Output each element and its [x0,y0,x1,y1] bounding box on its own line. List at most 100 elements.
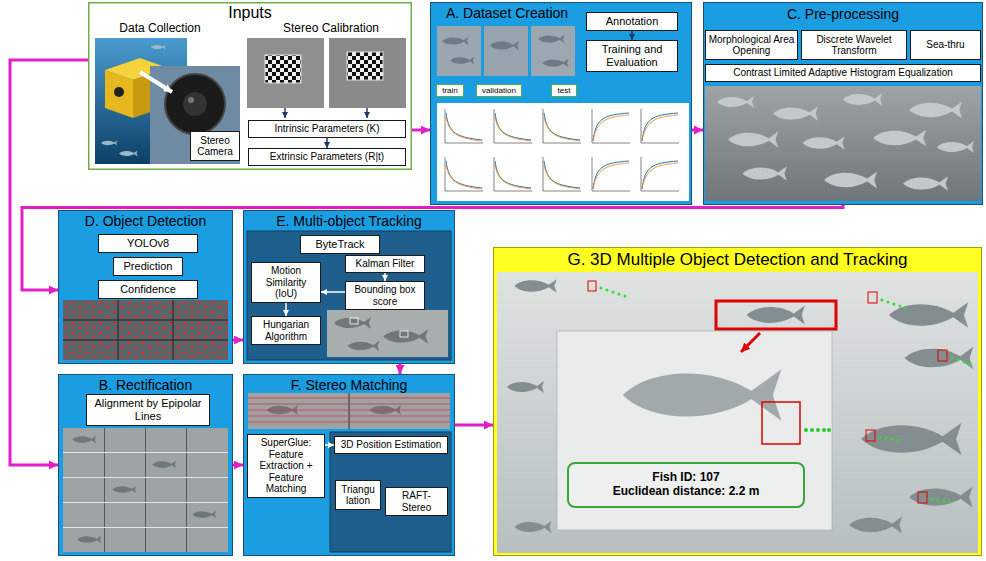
box-label: Motion Similarity (IoU) [254,265,318,300]
calibration-image [247,38,406,108]
calibration-image [265,55,301,83]
title-holder: G. 3D Multiple Object Detection and Trac… [493,250,982,270]
pointer-arrow [140,72,172,92]
training-curves [539,155,583,195]
dataset-thumbnail [484,26,528,76]
tracking-result-image [497,272,978,553]
title-holder: C. Pre-processing [703,6,983,22]
box-label: RAFT-Stereo [388,490,445,513]
detection-image-grid [63,300,228,360]
zoom-trail [810,428,814,432]
track-trail [887,301,890,304]
rectified-image-grid [192,511,216,519]
stereo-pair-image [248,393,450,429]
process-box: Hungarian Algorithm [251,316,321,345]
box-label: Euclidean distance: 2.2 m [613,485,760,499]
track-marker [588,281,596,291]
training-curves [637,107,681,147]
rectified-image-grid [105,428,187,552]
dataset-thumbnail [542,59,568,68]
track-trail [881,299,884,302]
box-label: 3D Position Estimation [341,439,442,451]
training-curves [588,155,632,195]
calibration-image [329,38,406,108]
stereo-pair-image [248,393,450,429]
title-holder: Stereo Calibration [252,22,410,36]
panel-title: F. Stereo Matching [243,377,455,393]
box-label: Morphological Area Opening [708,34,795,57]
rectified-image-grid [72,436,96,444]
box-label: Confidence [120,283,176,296]
track-trail [943,500,946,503]
track-trail [969,363,972,366]
info-box: Fish ID: 107Euclidean distance: 2.2 m [567,462,805,508]
process-box: YOLOv8 [98,234,198,253]
track-trail [963,361,966,364]
detection-image-grid [63,300,228,360]
position-panel-ground [330,432,451,552]
process-box: Training and Evaluation [586,40,678,72]
training-curves [637,155,681,195]
box-label: Training and Evaluation [589,43,675,68]
track-trail [624,295,627,298]
box-label: Sea-thru [926,39,964,51]
title-holder: Data Collection [95,22,225,36]
data-collection-photo [119,151,138,157]
tracking-result-image [849,516,902,533]
preprocessed-image [903,176,948,191]
track-trail [899,305,902,308]
flow-arrow [412,129,430,132]
box-label: Fish ID: 107 [652,471,719,485]
box-label: Intrinsic Parameters (K) [274,123,379,135]
tracking-image [400,331,408,337]
detection-image-grid [63,300,228,360]
section-heading: Data Collection [95,22,225,36]
stereo-camera-photo [183,92,207,116]
process-box: Extrinsic Parameters (R|t) [248,148,406,166]
process-box: Annotation [586,12,678,31]
preprocessed-image [873,129,926,146]
stereo-camera-photo [150,66,240,164]
zoom-trail [827,428,831,432]
stereo-camera-photo [150,66,240,164]
track-trail [931,498,934,501]
zoom-trail [816,428,820,432]
tracking-result-image [514,279,556,293]
panel-title: D. Object Detection [58,213,233,229]
process-box: Sea-thru [910,30,981,60]
flow-arrow [10,60,88,465]
panel-title: Inputs [88,4,412,22]
process-box: SuperGlue: Feature Extraction + Feature … [247,434,325,498]
flow-arrow [631,31,633,40]
flow-arrow [22,205,843,290]
tracking-result-image [909,487,972,508]
tracking-result-image [889,302,968,328]
section-heading: Stereo Calibration [252,22,410,36]
track-trail [612,291,615,294]
tracking-panel-ground [247,231,451,360]
split-box: validation [476,84,522,97]
track-trail [949,501,952,504]
box-label: Triangu lation [338,484,378,507]
data-collection-photo [101,140,117,145]
title-holder: E. Multi-object Tracking [243,213,455,229]
track-trail [937,499,940,502]
preprocessed-image [705,86,981,201]
flow-arrow [384,273,386,281]
zoom-trail [804,428,808,432]
process-box: Prediction [113,257,183,276]
title-holder: B. Rectification [58,377,233,393]
preprocessed-image [728,131,778,147]
stereo-camera-photo [188,97,194,103]
rectified-image-grid [63,453,228,528]
track-trail [879,436,882,439]
track-trail [897,439,900,442]
box-label: Contrast Limited Adaptive Histogram Equa… [733,67,953,79]
track-marker [918,492,927,503]
preprocessed-image [773,106,818,121]
track-marker [938,350,947,361]
stereo-camera-photo [165,74,225,134]
dataset-thumbnail [450,57,474,65]
split-box: test [551,84,577,97]
dataset-thumbnail [437,26,481,76]
